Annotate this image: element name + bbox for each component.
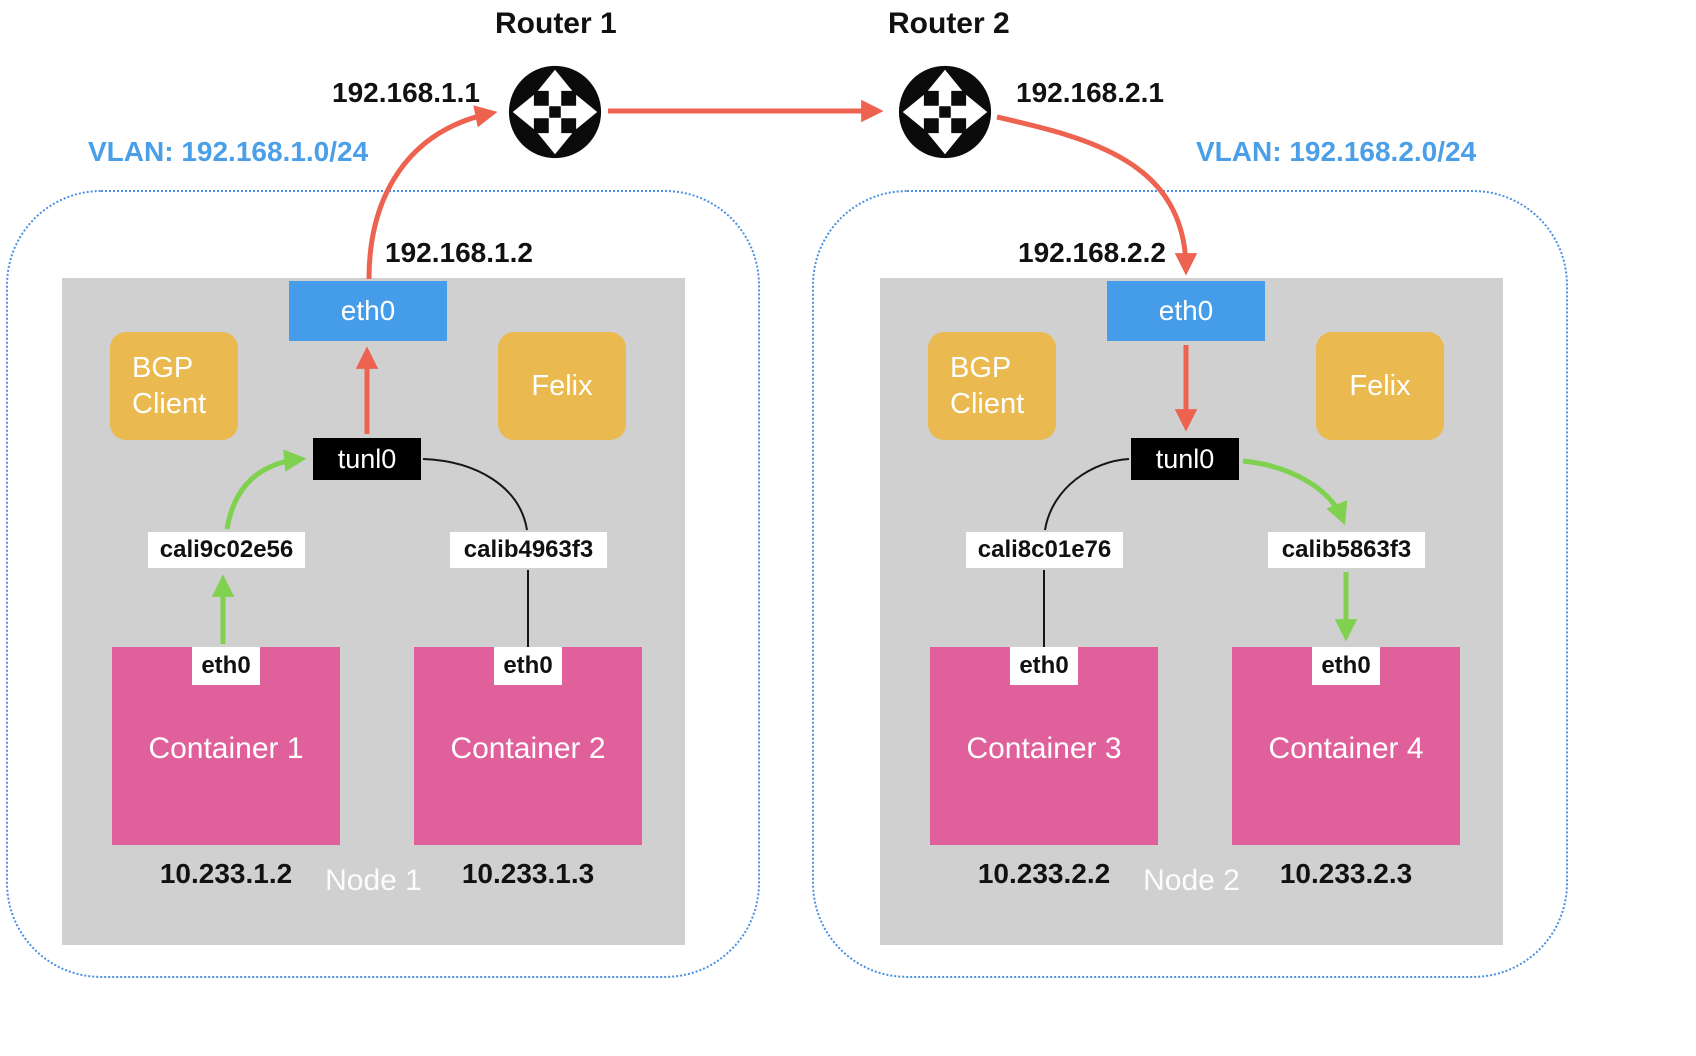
node2-felix: Felix (1316, 332, 1444, 440)
node2-label: Node 2 (1143, 864, 1240, 897)
node1-bgp-client: BGP Client (110, 332, 238, 440)
node1-label: Node 1 (325, 864, 422, 897)
node2-veth-b: calib5863f3 (1268, 532, 1425, 568)
router2-icon (897, 64, 993, 160)
router2-name: Router 2 (888, 7, 1010, 40)
router1-name: Router 1 (495, 7, 617, 40)
node1-veth-b: calib4963f3 (450, 532, 607, 568)
container3-name: Container 3 (966, 732, 1122, 765)
vlan2-label: VLAN: 192.168.2.0/24 (1196, 136, 1477, 167)
container4-eth0-interface: eth0 (1312, 647, 1380, 685)
node2-veth-a: cali8c01e76 (966, 532, 1123, 568)
container4-box: eth0 Container 4 (1232, 647, 1460, 845)
container1-ip: 10.233.1.2 (159, 858, 293, 889)
node1-tunl0-interface: tunl0 (313, 438, 421, 480)
container1-eth0-interface: eth0 (192, 647, 260, 685)
node1-eth0-ip: 192.168.1.2 (385, 237, 533, 268)
container1-name: Container 1 (148, 732, 304, 765)
node2-tunl0-interface: tunl0 (1131, 438, 1239, 480)
node1-veth-a: cali9c02e56 (148, 532, 305, 568)
container3-box: eth0 Container 3 (930, 647, 1158, 845)
vlan1-label: VLAN: 192.168.1.0/24 (88, 136, 369, 167)
container2-eth0-interface: eth0 (494, 647, 562, 685)
container4-ip: 10.233.2.3 (1279, 858, 1413, 889)
container2-box: eth0 Container 2 (414, 647, 642, 845)
container4-name: Container 4 (1268, 732, 1424, 765)
vlan2-boundary (812, 190, 1568, 978)
container1-box: eth0 Container 1 (112, 647, 340, 845)
container3-ip: 10.233.2.2 (977, 858, 1111, 889)
router2-ip: 192.168.2.1 (1016, 77, 1164, 108)
node1-eth0-interface: eth0 (289, 281, 447, 341)
router1-icon (507, 64, 603, 160)
node1-felix: Felix (498, 332, 626, 440)
node2-bgp-client: BGP Client (928, 332, 1056, 440)
node2-eth0-interface: eth0 (1107, 281, 1265, 341)
container2-name: Container 2 (450, 732, 606, 765)
container3-eth0-interface: eth0 (1010, 647, 1078, 685)
router1-ip: 192.168.1.1 (332, 77, 480, 108)
container2-ip: 10.233.1.3 (461, 858, 595, 889)
node2-eth0-ip: 192.168.2.2 (1018, 237, 1166, 268)
